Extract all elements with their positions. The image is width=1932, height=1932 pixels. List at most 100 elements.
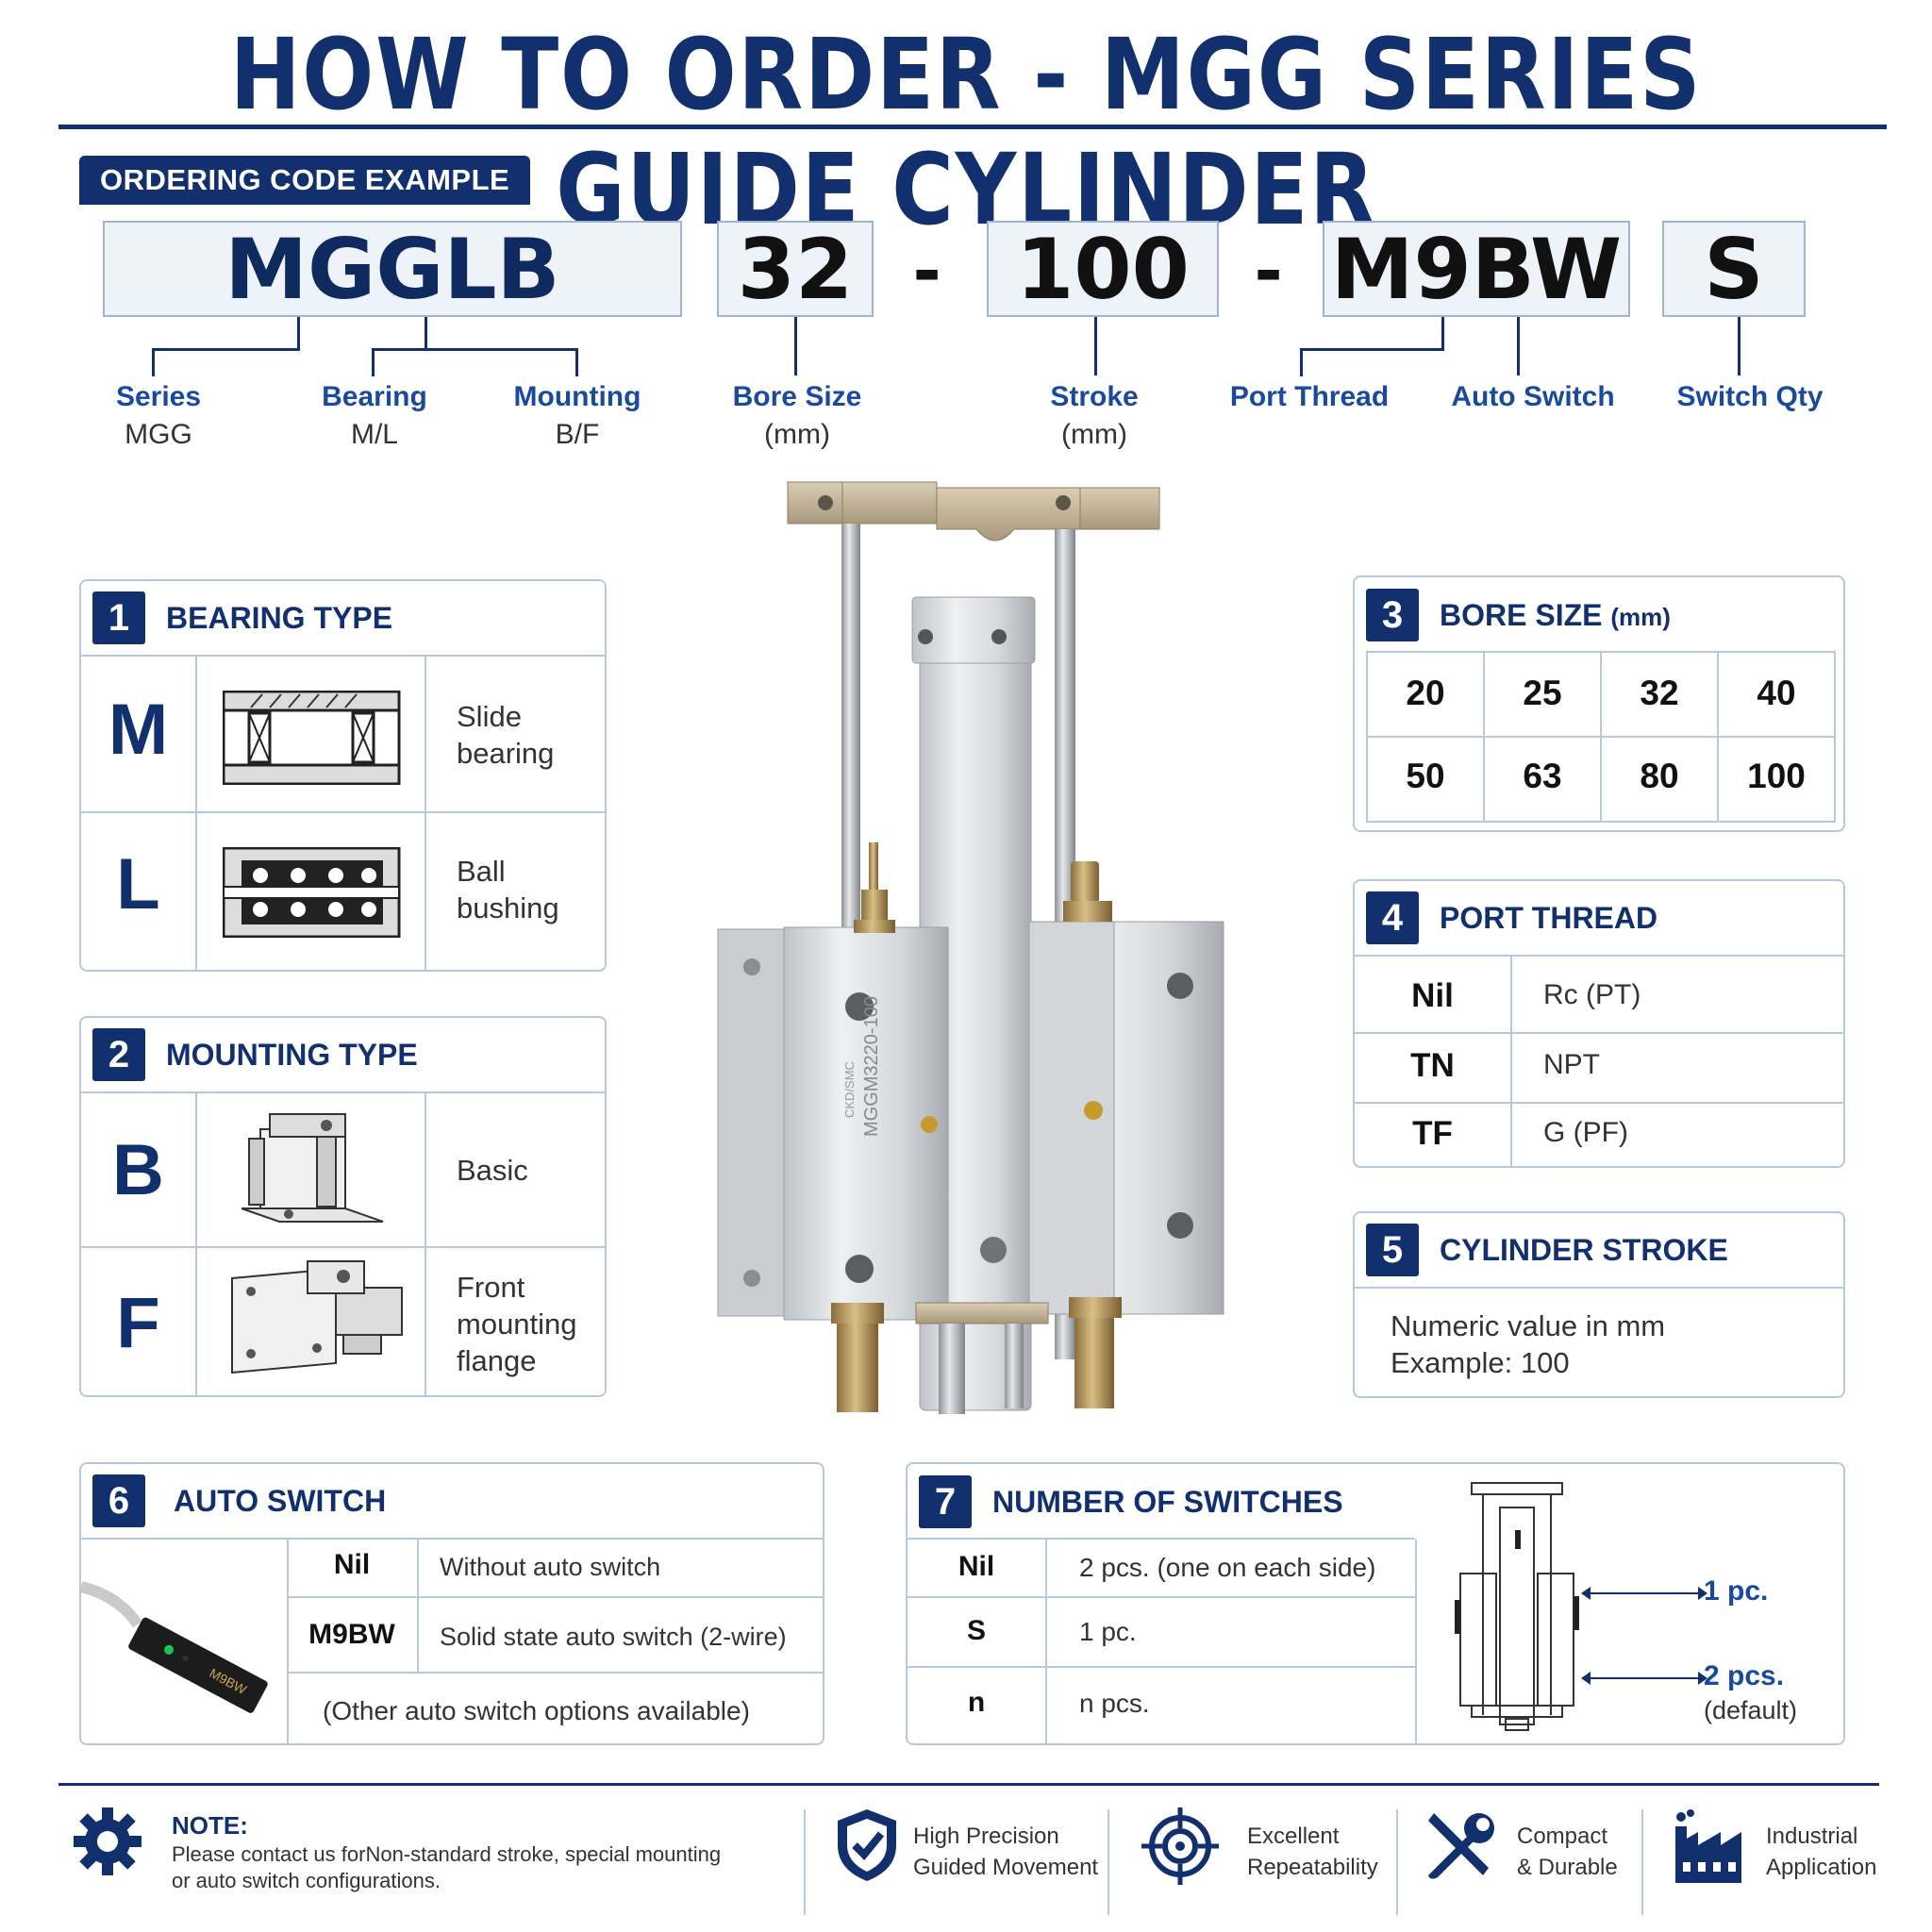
feature-label: High Precision [913, 1824, 1059, 1849]
bore-value: 63 [1523, 757, 1562, 795]
feature-label: Application [1766, 1855, 1877, 1880]
label-series-value: MGG [125, 419, 192, 450]
panel-cylinder-stroke: 5 CYLINDER STROKE Numeric value in mm Ex… [1353, 1211, 1845, 1398]
bore-value: 50 [1406, 757, 1445, 795]
auto-switch-sensor-image: M9BW [81, 1558, 279, 1742]
panel-title: CYLINDER STROKE [1440, 1232, 1728, 1267]
port-desc: Rc (PT) [1543, 979, 1641, 1010]
label-switch-qty: Switch Qty [1676, 381, 1824, 412]
callout-one-pc: 1 pc. [1704, 1575, 1769, 1607]
feature-label: Excellent [1247, 1824, 1340, 1849]
connector [1094, 317, 1097, 375]
switch-options-note: (Other auto switch options available) [323, 1696, 750, 1725]
arrow-right-icon [1698, 1672, 1707, 1685]
qty-desc: n pcs. [1079, 1689, 1150, 1718]
connector [152, 348, 155, 376]
switch-code: M9BW [308, 1619, 395, 1650]
switch-code: Nil [333, 1549, 371, 1580]
stroke-desc: Numeric value in mm [1391, 1309, 1666, 1342]
panel-title: PORT THREAD [1440, 900, 1658, 935]
note-text: Please contact us forNon-standard stroke… [172, 1842, 722, 1866]
note-title: NOTE: [172, 1811, 248, 1840]
connector [794, 317, 797, 375]
port-code: TN [1410, 1047, 1455, 1084]
mounting-code-f: F [116, 1283, 160, 1363]
qty-code: Nil [958, 1551, 995, 1582]
code-segment-qty: S [1662, 221, 1806, 317]
code-segment-bore: 32 [717, 221, 874, 317]
panel-number: 2 [92, 1028, 145, 1081]
connector [575, 348, 578, 376]
bore-value: 80 [1640, 757, 1679, 795]
connector [372, 348, 578, 351]
bore-value: 20 [1406, 674, 1445, 712]
label-bearing: Bearing [322, 381, 427, 412]
bore-value: 25 [1523, 674, 1562, 712]
label-port-thread: Port Thread [1229, 381, 1390, 412]
bearing-desc: bushing [457, 891, 559, 924]
connector [425, 317, 427, 350]
feature-label: Repeatability [1247, 1855, 1378, 1880]
switch-desc: Solid state auto switch (2-wire) [440, 1623, 787, 1651]
bearing-desc: Ball [457, 855, 506, 888]
callout-two-pcs: 2 pcs. [1704, 1660, 1785, 1691]
bearing-code-l: L [116, 844, 160, 924]
panel-title: BEARING TYPE [166, 600, 393, 635]
product-image-guide-cylinder: MGGM3220-100 CKD/SMC [712, 476, 1241, 1439]
code-separator: - [913, 221, 941, 314]
arrow-left-icon [1581, 1587, 1591, 1600]
label-auto-switch: Auto Switch [1451, 381, 1615, 412]
bore-value: 100 [1747, 757, 1806, 795]
grid-line [195, 1093, 197, 1395]
footer-divider [58, 1783, 1879, 1786]
bearing-desc: bearing [457, 737, 555, 770]
switch-desc: Without auto switch [440, 1553, 661, 1581]
callout-arrow [1589, 1592, 1700, 1594]
grid-line [195, 657, 197, 970]
callout-default: (default) [1704, 1696, 1798, 1724]
tools-icon [1423, 1807, 1500, 1890]
switch-placement-diagram [1453, 1479, 1594, 1739]
product-brand-label: CKD/SMC [842, 1061, 857, 1118]
panel-number-of-switches: 7 NUMBER OF SWITCHES Nil 2 pcs. (one on … [906, 1462, 1845, 1745]
bore-value: 32 [1640, 674, 1679, 712]
qty-code: n [967, 1687, 986, 1718]
panel-number: 1 [92, 591, 145, 644]
bore-unit: (mm) [1610, 602, 1671, 631]
panel-port-thread: 4 PORT THREAD Nil Rc (PT) TN NPT TF G (P… [1353, 879, 1845, 1168]
label-mounting: Mounting [513, 381, 641, 412]
connector [1517, 317, 1520, 375]
page-title: HOW TO ORDER - MGG SERIES GUIDE CYLINDER [229, 17, 1703, 247]
panel-number: 7 [919, 1475, 972, 1528]
grid-line [81, 811, 605, 813]
connector [1738, 317, 1740, 375]
mounting-desc: mounting [457, 1307, 577, 1341]
panel-number: 3 [1366, 589, 1419, 641]
feature-label: Guided Movement [913, 1855, 1099, 1880]
title-divider [58, 125, 1887, 129]
front-flange-diagram [223, 1259, 411, 1387]
shield-icon [834, 1807, 900, 1888]
feature-label: Compact [1517, 1824, 1608, 1849]
grid-line [425, 657, 426, 970]
panel-title: MOUNTING TYPE [166, 1037, 418, 1072]
bearing-desc: Slide [457, 700, 522, 733]
bearing-code-m: M [108, 690, 169, 770]
footer-separator [1396, 1809, 1398, 1915]
port-code: TF [1412, 1115, 1453, 1152]
grid-line [425, 1093, 426, 1395]
connector [1300, 348, 1303, 376]
mounting-code-b: B [112, 1130, 164, 1210]
qty-desc: 2 pcs. (one on each side) [1079, 1553, 1376, 1582]
code-segment-switch: M9BW [1323, 221, 1630, 317]
gear-icon [70, 1804, 145, 1884]
label-stroke-unit: (mm) [1061, 419, 1127, 450]
factory-icon [1670, 1807, 1745, 1890]
mounting-desc: flange [457, 1344, 537, 1377]
label-bore-size: Bore Size [732, 381, 862, 412]
qty-code: S [966, 1615, 986, 1646]
panel-title: NUMBER OF SWITCHES [992, 1484, 1343, 1519]
connector [297, 317, 300, 350]
ordering-code-badge: ORDERING CODE EXAMPLE [79, 156, 531, 205]
panel-bearing-type: 1 BEARING TYPE M Slide bearing L Bal [79, 579, 607, 972]
